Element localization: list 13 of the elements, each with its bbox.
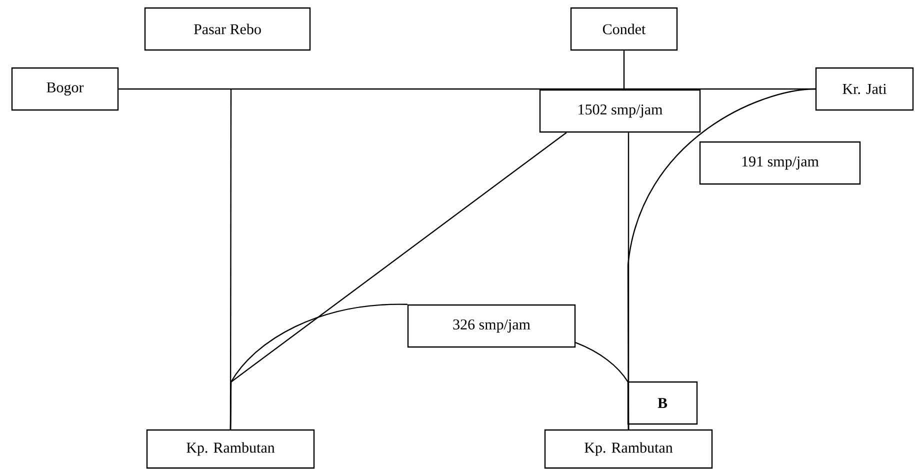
place-box: Condet — [570, 7, 678, 51]
place-box: Kr. Jati — [815, 67, 914, 111]
road-line — [230, 304, 408, 430]
road-line — [623, 50, 625, 90]
place-box: Bogor — [11, 67, 119, 111]
road-line — [575, 342, 630, 430]
place-box: Pasar Rebo — [144, 7, 311, 51]
flow-label-box: 326 smp/jam — [407, 304, 576, 348]
flow-label-box: 191 smp/jam — [699, 141, 861, 185]
place-box: Kp. Rambutan — [146, 429, 315, 469]
place-box: Kp. Rambutan — [544, 429, 713, 469]
flow-label-box: 1502 smp/jam — [539, 89, 701, 133]
point-box: B — [627, 381, 698, 425]
